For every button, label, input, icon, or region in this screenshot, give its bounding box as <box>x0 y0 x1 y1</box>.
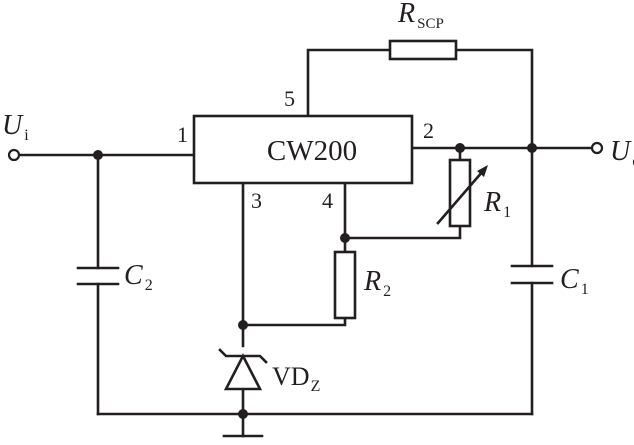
resistor-rscp <box>388 39 458 61</box>
variable-arrow-icon <box>436 165 488 225</box>
resistor-r2 <box>333 250 357 320</box>
pin-5-label: 5 <box>284 86 295 111</box>
pin-4-label: 4 <box>322 188 333 213</box>
zener-diode-vdz <box>218 348 268 391</box>
pin-3-label: 3 <box>251 188 262 213</box>
capacitor-c1 <box>510 264 554 285</box>
input-terminal <box>7 148 21 162</box>
vdz-label: VDZ <box>272 362 320 395</box>
capacitor-c2 <box>76 266 120 286</box>
ic-cw200-body <box>192 114 414 185</box>
junctions <box>93 143 537 419</box>
output-terminal <box>590 141 604 155</box>
uo-label: Uo <box>610 136 634 170</box>
pin-1-label: 1 <box>177 122 188 147</box>
ic-name: CW200 <box>267 135 357 167</box>
pin-2-label: 2 <box>423 118 434 143</box>
resistor-r1 <box>448 158 472 228</box>
